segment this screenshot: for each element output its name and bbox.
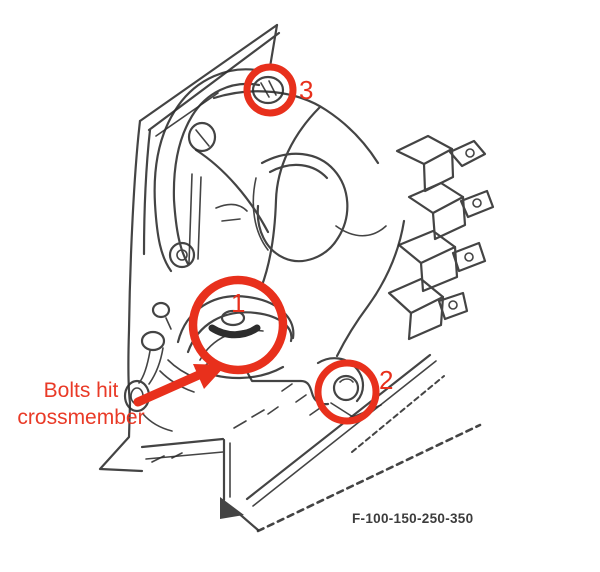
bolt-2 bbox=[332, 374, 360, 402]
bolt-3 bbox=[251, 75, 285, 105]
hydraulic-fittings-drawing bbox=[387, 134, 495, 341]
sector-cover-drawing bbox=[159, 295, 295, 393]
bolt-lower-left bbox=[168, 241, 196, 269]
bolt-1-slot bbox=[208, 324, 261, 339]
figure-caption: F-100-150-250-350 bbox=[352, 511, 474, 526]
annotations-overlay bbox=[133, 63, 380, 425]
crossmember-lines-drawing bbox=[151, 353, 482, 533]
note-line-1: Bolts hit bbox=[43, 379, 119, 402]
callout-label-2: 2 bbox=[379, 365, 394, 395]
mounting-flange-drawing bbox=[153, 68, 285, 273]
note-arrow-head bbox=[193, 364, 226, 389]
callout-label-3: 3 bbox=[299, 75, 314, 105]
callout-circle-2 bbox=[314, 359, 380, 425]
callout-label-1: 1 bbox=[231, 288, 246, 318]
callout-circle-1 bbox=[188, 275, 288, 375]
note-arrow-shaft bbox=[133, 369, 206, 407]
bolt-upper-left bbox=[187, 121, 217, 153]
steering-gear-drawing bbox=[194, 90, 406, 358]
callout-circle-3 bbox=[243, 63, 297, 117]
note-text: Bolts hit crossmember bbox=[0, 377, 162, 431]
note-line-2: crossmember bbox=[17, 406, 145, 429]
